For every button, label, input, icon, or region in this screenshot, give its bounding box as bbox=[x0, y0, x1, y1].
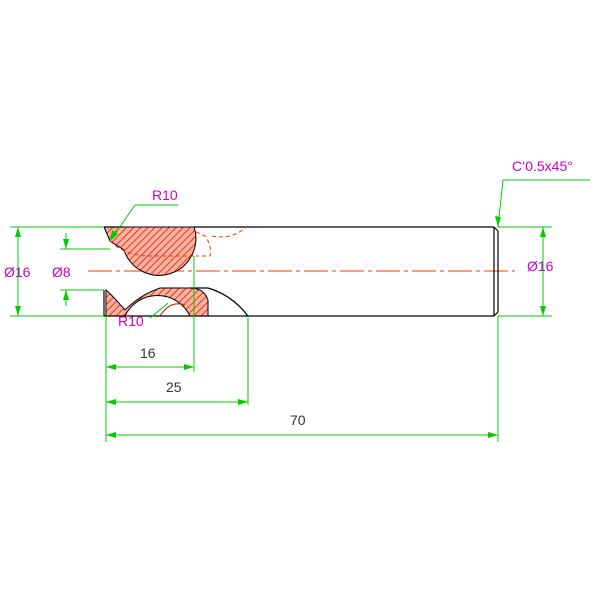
arrowheads bbox=[15, 216, 546, 438]
tool-body bbox=[103, 226, 499, 317]
chamfer-label: C‘0.5x45° bbox=[512, 158, 573, 174]
hidden-lines bbox=[109, 226, 247, 257]
dimension-25-label: 25 bbox=[166, 379, 182, 395]
left-inner-diameter-label: Ø8 bbox=[52, 264, 71, 280]
right-diameter-label: Ø16 bbox=[527, 258, 554, 274]
dimension-lines bbox=[10, 179, 590, 442]
radius-bottom-label: R10 bbox=[118, 313, 144, 329]
top-flute-section bbox=[103, 226, 197, 276]
radius-top-label: R10 bbox=[152, 187, 178, 203]
dimension-16-label: 16 bbox=[140, 345, 156, 361]
dimension-70-label: 70 bbox=[290, 412, 306, 428]
bottom-flute-arc bbox=[124, 295, 191, 317]
bottom-flute-inner bbox=[159, 303, 186, 317]
left-outer-diameter-label: Ø16 bbox=[4, 264, 31, 280]
